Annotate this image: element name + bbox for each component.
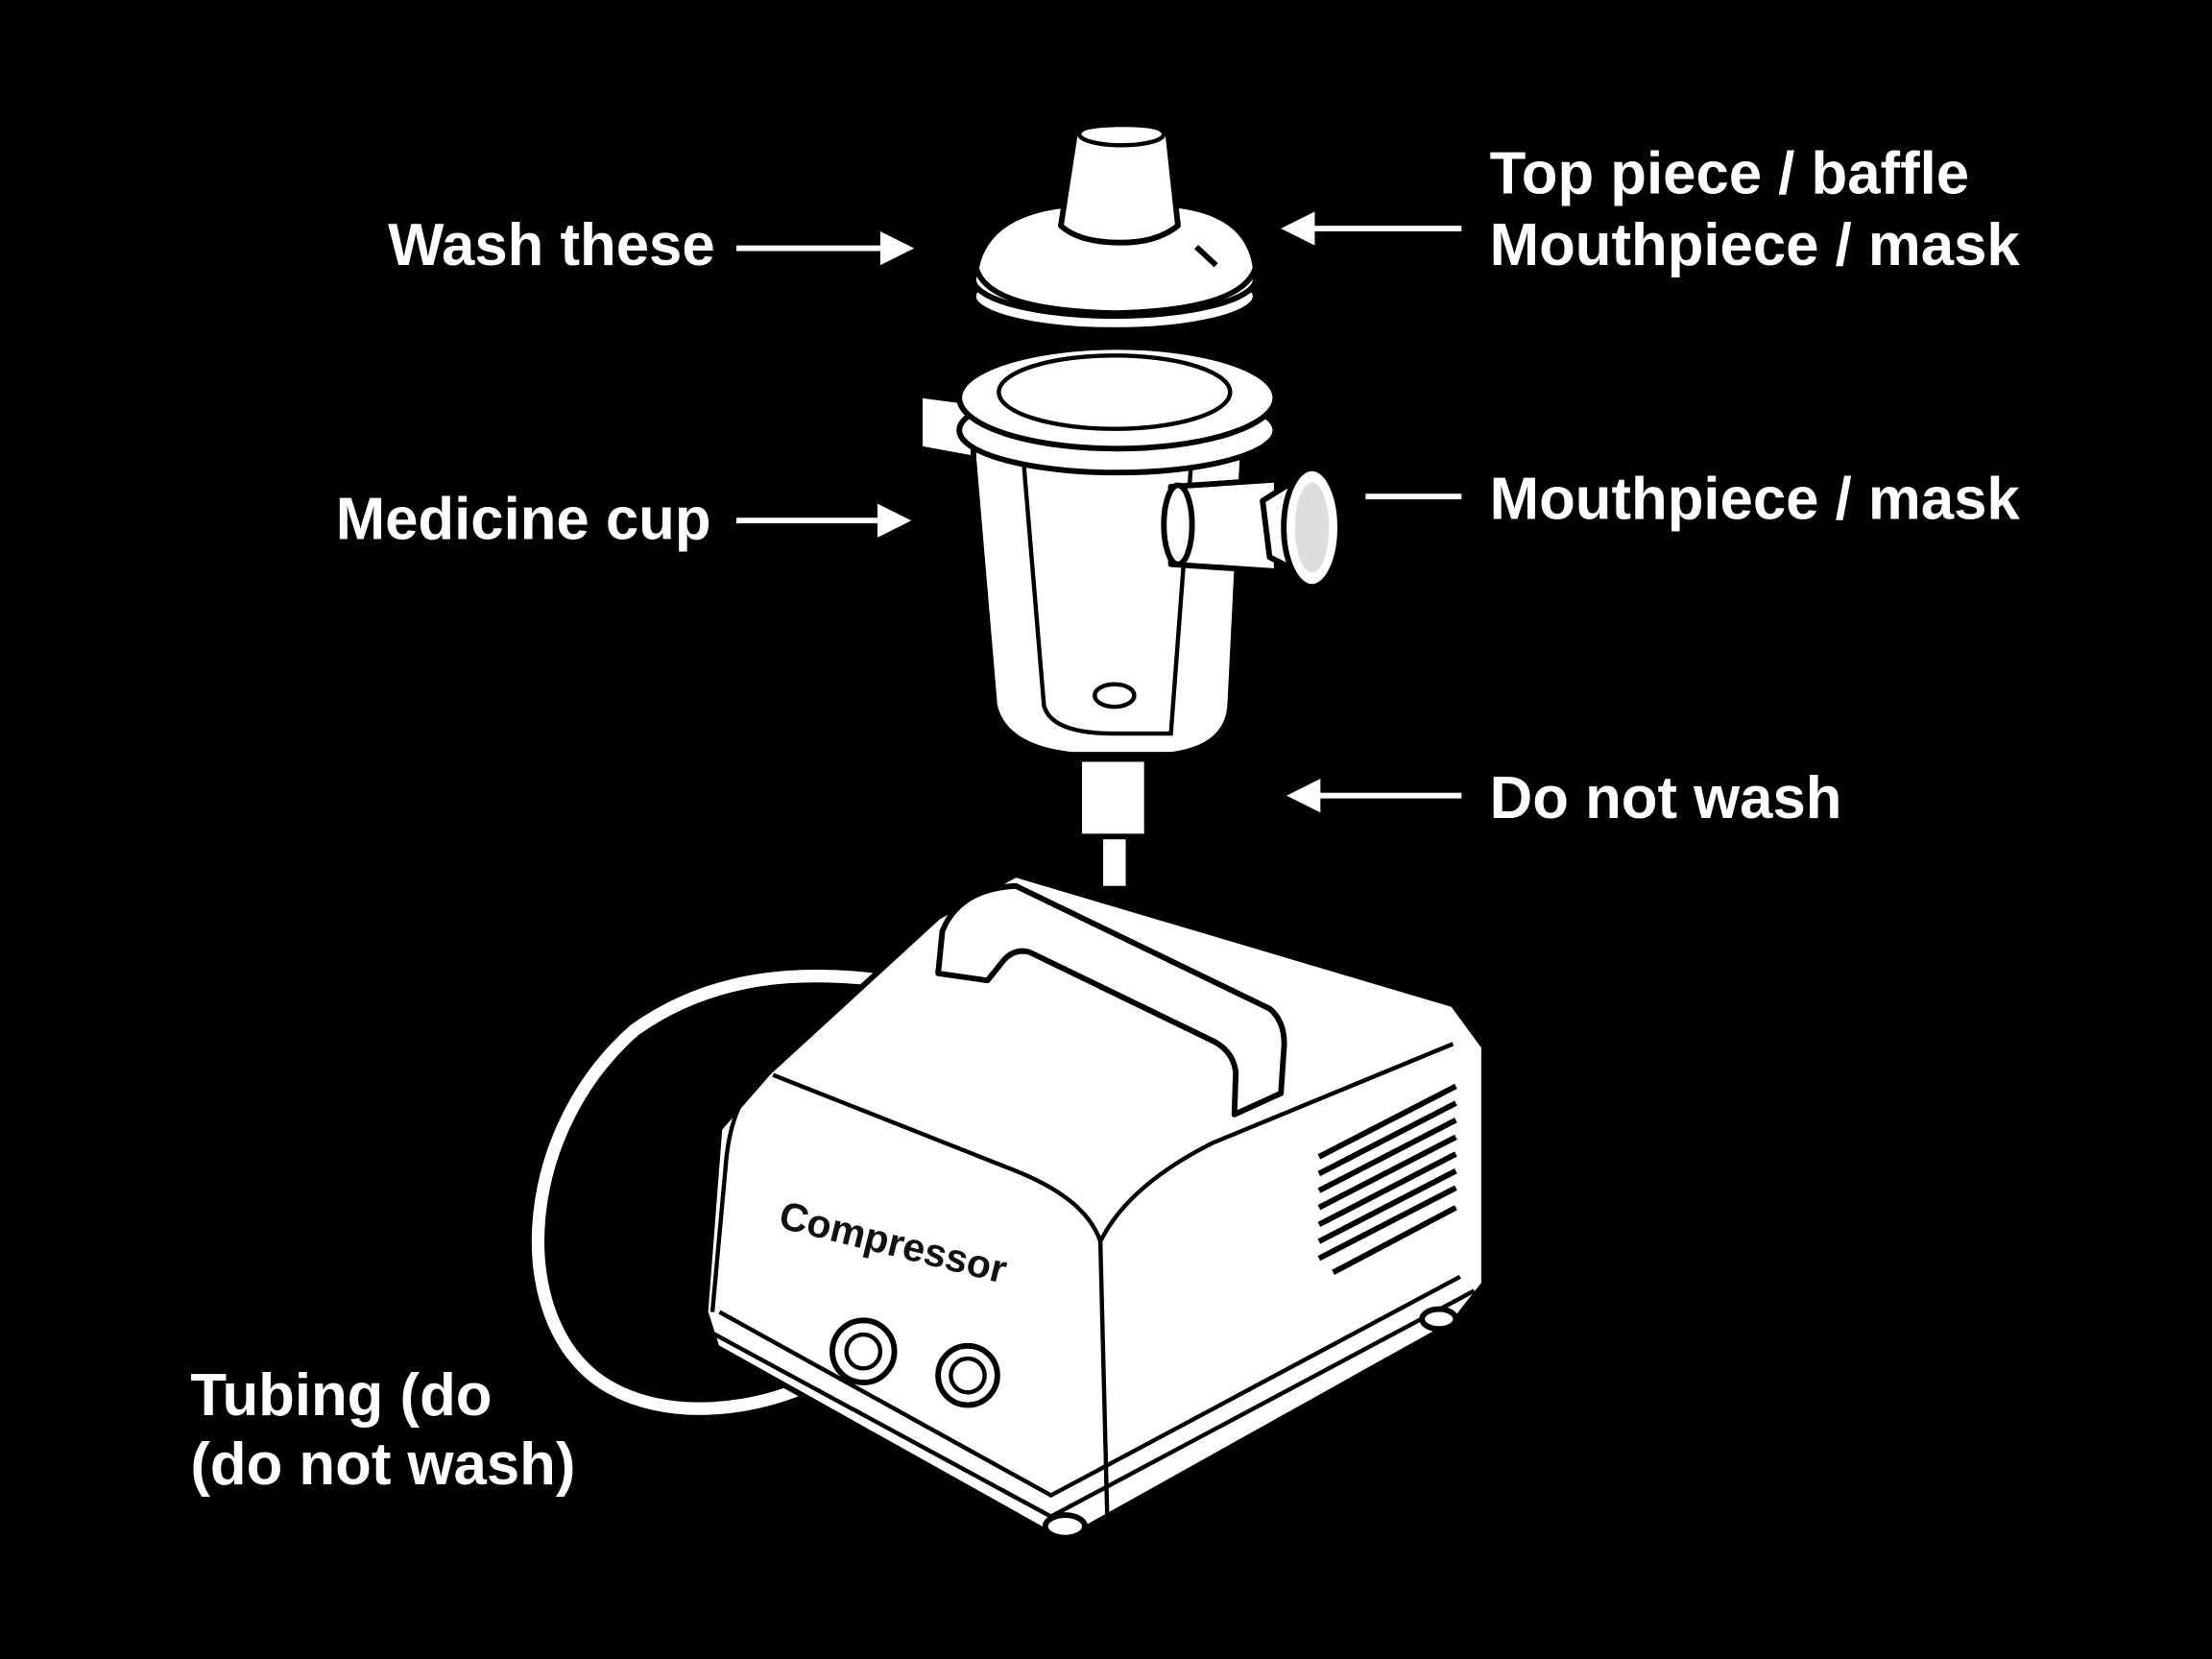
tubing — [525, 963, 933, 1422]
label-top-piece: Top piece / baffle — [1490, 140, 1969, 206]
label-tubing-line1: Tubing (do — [190, 1362, 492, 1429]
label-tubing-line2: (do not wash) — [190, 1431, 575, 1498]
arrow-left-icon — [1286, 779, 1462, 813]
label-wash-these: Wash these — [388, 212, 715, 278]
label-medicine-cup: Medicine cup — [336, 486, 711, 552]
arrow-left-icon — [1281, 211, 1462, 246]
nebulizer-cup-assembly — [917, 120, 1343, 892]
handle — [935, 882, 1287, 1118]
vent-grille — [1317, 1083, 1457, 1275]
label-mouthpiece-side: Mouthpiece / mask — [1490, 467, 2021, 533]
label-mouthpiece-top: Mouthpiece / mask — [1490, 212, 2021, 278]
top-cap — [973, 202, 1259, 317]
label-do-not-wash: Do not wash — [1490, 765, 1842, 831]
arrow-right-icon — [736, 230, 915, 266]
power-button-icon — [935, 1342, 1000, 1408]
arrow-right-icon — [736, 503, 912, 538]
tubing-port — [830, 1317, 898, 1385]
compressor: Compressor — [702, 872, 1487, 1541]
stem-connector — [1076, 756, 1150, 840]
